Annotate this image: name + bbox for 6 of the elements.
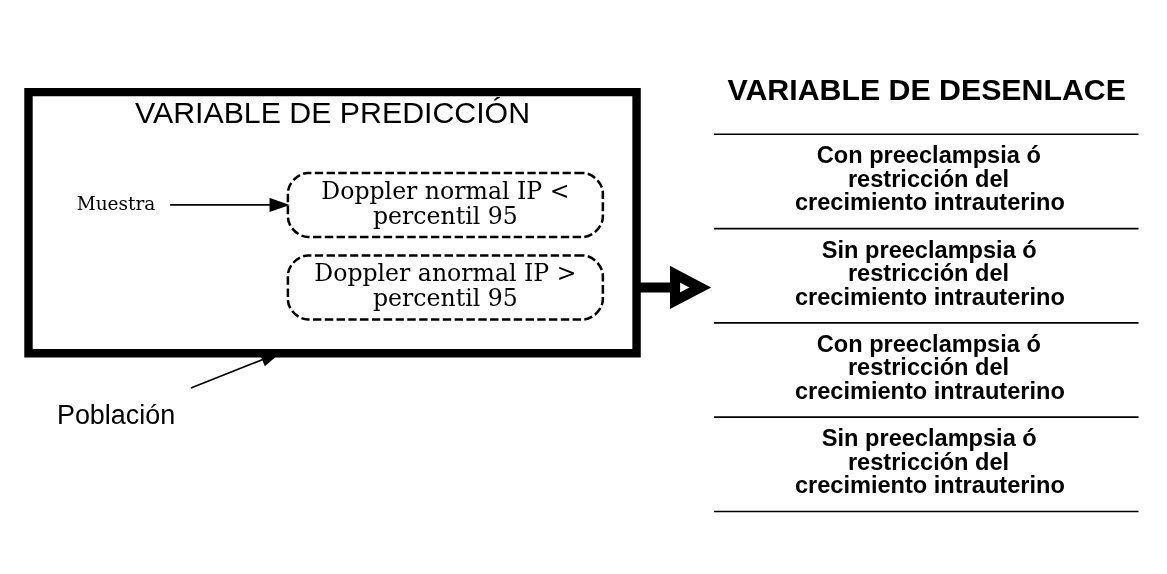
node-text: VARIABLE DE DESENLACE Con preeclampsia ó restricción del crecimiento intrauterino Sin preeclampsia ó restricción del crecimiento intrauterino Con preeclampsia ó restricción del crecimiento intrauterino Sin preeclampsia ó restricción del crecimiento intrauterino	[727, 72, 1126, 498]
arrow	[169, 197, 290, 212]
node-text: Población	[56, 399, 176, 430]
node-text: Muestra	[76, 192, 156, 214]
node-box: Doppler normal IP < percentil 95	[286, 171, 605, 238]
node-box: Doppler anormal IP > percentil 95	[286, 253, 605, 321]
